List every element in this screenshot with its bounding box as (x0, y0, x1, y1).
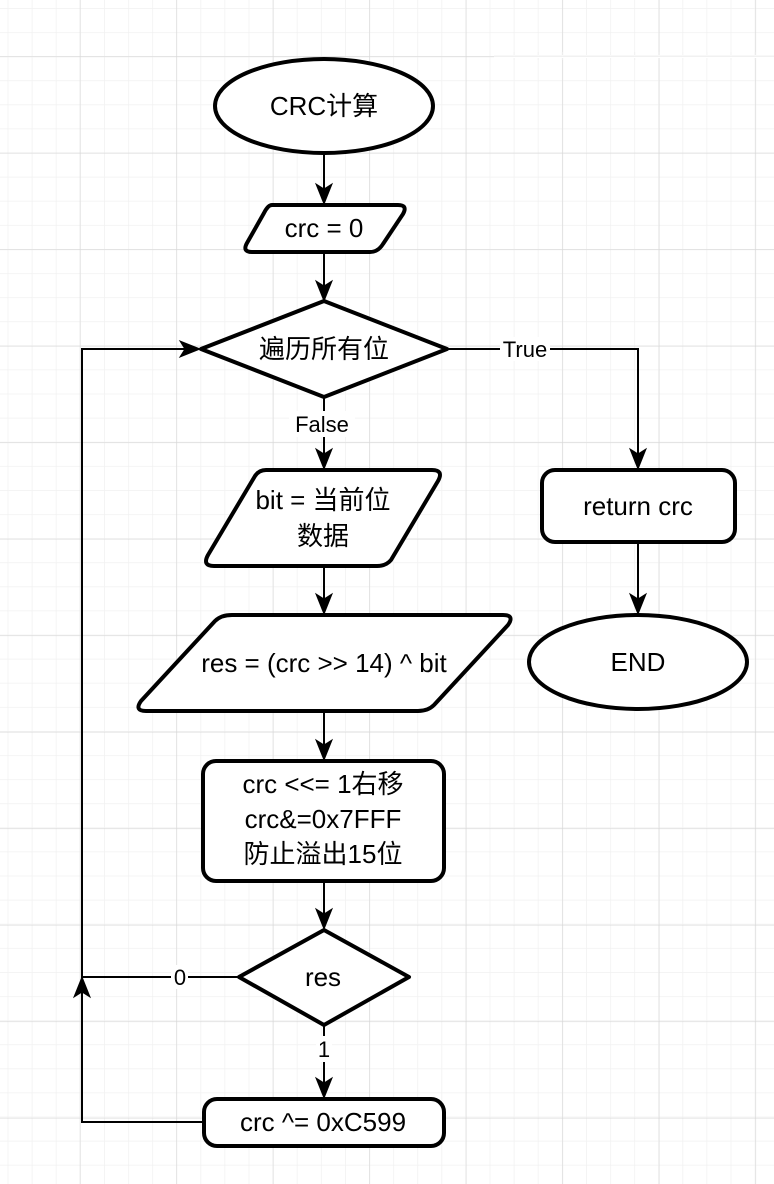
node-end-label: END (611, 647, 666, 677)
node-xor-label: crc ^= 0xC599 (240, 1107, 406, 1137)
node-shift-label-line2: crc&=0x7FFF (245, 804, 402, 834)
node-end[interactable]: END (527, 613, 749, 711)
node-xor[interactable]: crc ^= 0xC599 (202, 1097, 446, 1148)
node-start[interactable]: CRC计算 (213, 57, 435, 155)
svg-text:False: False (295, 412, 349, 437)
edge-start-to-init (314, 154, 334, 206)
edge-return-to-end (628, 543, 648, 616)
node-shift-label-line1: crc <<= 1右移 (242, 769, 403, 799)
edge-label-true: True (500, 337, 550, 362)
node-get-bit-label-line1: bit = 当前位 (255, 485, 390, 515)
node-return-label: return crc (583, 491, 693, 521)
edge-xor-to-loop (72, 975, 203, 1123)
edge-checkres-0-to-loop (81, 339, 238, 978)
edge-label-0: 0 (171, 965, 188, 990)
node-calc-res-label: res = (crc >> 14) ^ bit (201, 648, 447, 678)
node-get-bit-label-line2: 数据 (297, 521, 349, 551)
edge-shift-to-checkres (314, 881, 334, 931)
edge-getbit-to-calcres (314, 567, 334, 616)
node-get-bit[interactable]: bit = 当前位 数据 (204, 468, 442, 568)
svg-text:True: True (503, 337, 547, 362)
edge-calcres-to-shift (314, 712, 334, 762)
node-loop[interactable]: 遍历所有位 (199, 299, 449, 399)
node-start-label: CRC计算 (270, 91, 378, 121)
edge-label-1: 1 (316, 1036, 332, 1062)
node-check-res[interactable]: res (237, 928, 411, 1027)
edge-label-false: False (289, 411, 355, 437)
node-shift-label-line3: 防止溢出15位 (244, 839, 403, 869)
node-loop-label: 遍历所有位 (259, 334, 389, 364)
edge-init-to-loop (314, 253, 334, 303)
svg-text:1: 1 (318, 1037, 330, 1062)
node-init-label: crc = 0 (285, 213, 364, 243)
svg-text:0: 0 (174, 965, 186, 990)
node-calc-res[interactable]: res = (crc >> 14) ^ bit (136, 613, 513, 713)
node-shift[interactable]: crc <<= 1右移 crc&=0x7FFF 防止溢出15位 (201, 759, 446, 883)
node-init[interactable]: crc = 0 (243, 203, 407, 254)
node-return[interactable]: return crc (540, 468, 737, 544)
node-check-res-label: res (305, 962, 341, 992)
